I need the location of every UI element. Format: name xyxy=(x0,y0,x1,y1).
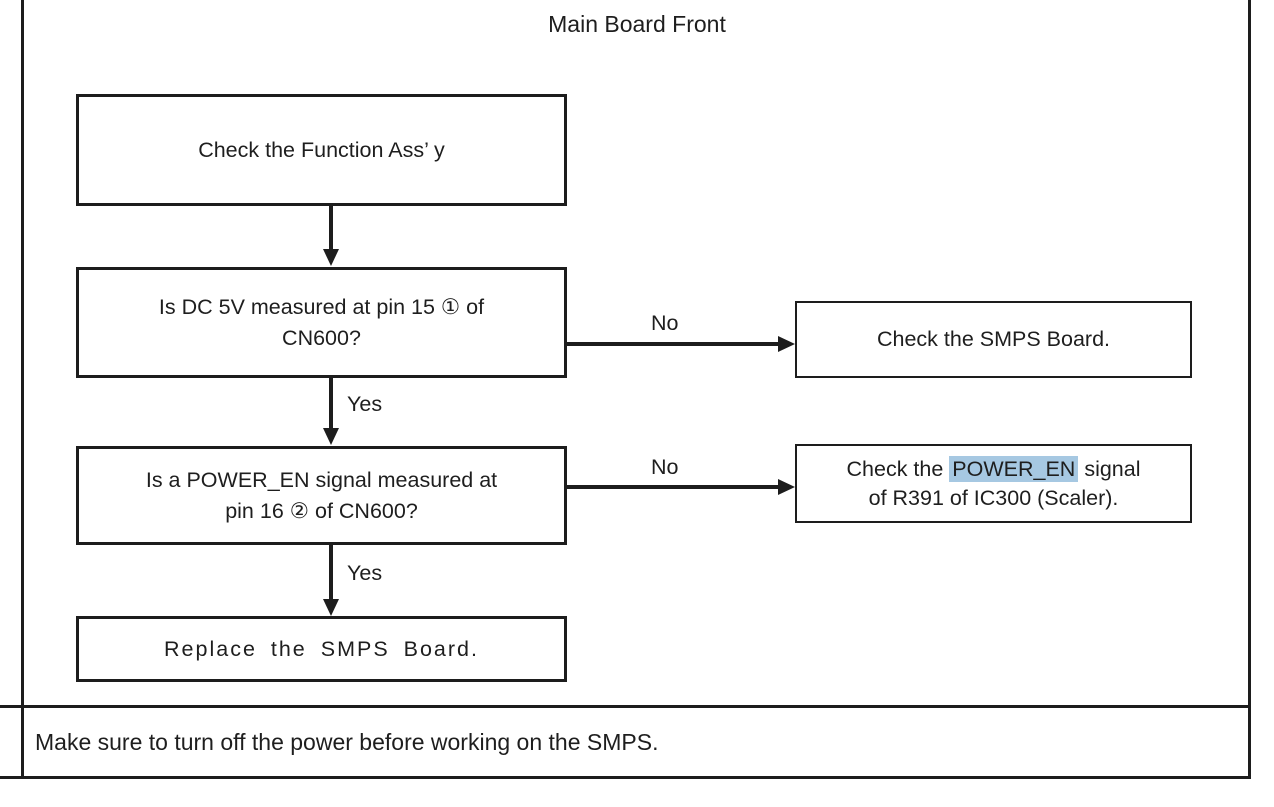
flow-box-text-line2: of R391 of IC300 (Scaler). xyxy=(868,485,1119,510)
arrow-down-3 xyxy=(329,545,333,600)
arrow-right-2-head xyxy=(778,479,795,495)
flow-box-dc5v-question: Is DC 5V measured at pin 15 ① of CN600? xyxy=(76,267,567,378)
flow-box-text: Check the SMPS Board. xyxy=(876,327,1111,351)
flow-box-replace-smps-board: Replace the SMPS Board. xyxy=(76,616,567,682)
arrow-right-2 xyxy=(567,485,779,489)
no-label-1: No xyxy=(651,311,679,335)
right-border-line xyxy=(1248,0,1251,779)
arrow-down-2 xyxy=(329,378,333,429)
yes-label-1: Yes xyxy=(347,392,383,416)
flow-box-text-line1: Is a POWER_EN signal measured at xyxy=(145,467,498,492)
arrow-down-3-head xyxy=(323,599,339,616)
arrow-down-1-head xyxy=(323,249,339,266)
flow-box-check-smps-board: Check the SMPS Board. xyxy=(795,301,1192,378)
left-border-line xyxy=(21,0,24,779)
note-row-bottom-line xyxy=(0,776,1251,779)
arrow-down-2-head xyxy=(323,428,339,445)
flow-box-text-line1: Is DC 5V measured at pin 15 ① of xyxy=(158,294,485,319)
arrow-down-1 xyxy=(329,206,333,251)
flow-box-check-power-en-signal: Check the POWER_EN signal of R391 of IC3… xyxy=(795,444,1192,523)
flow-box-text-line2: CN600? xyxy=(282,325,361,350)
power-en-highlight: POWER_EN xyxy=(949,455,1079,482)
note-row-top-line xyxy=(0,705,1251,708)
flow-box-text-line1: Check the POWER_EN signal xyxy=(847,455,1141,484)
arrow-right-1 xyxy=(567,342,779,346)
flow-box-text-line2: pin 16 ② of CN600? xyxy=(225,498,418,523)
arrow-right-1-head xyxy=(778,336,795,352)
flow-box-check-function-assy: Check the Function Ass’ y xyxy=(76,94,567,206)
no-label-2: No xyxy=(651,455,679,479)
page-title: Main Board Front xyxy=(548,11,726,37)
safety-note: Make sure to turn off the power before w… xyxy=(35,729,659,755)
text-suffix: signal xyxy=(1078,456,1141,481)
yes-label-2: Yes xyxy=(347,561,383,585)
flow-box-power-en-question: Is a POWER_EN signal measured at pin 16 … xyxy=(76,446,567,545)
flow-box-text: Replace the SMPS Board. xyxy=(164,636,479,661)
text-prefix: Check the xyxy=(846,456,950,481)
flow-box-text: Check the Function Ass’ y xyxy=(198,137,445,162)
